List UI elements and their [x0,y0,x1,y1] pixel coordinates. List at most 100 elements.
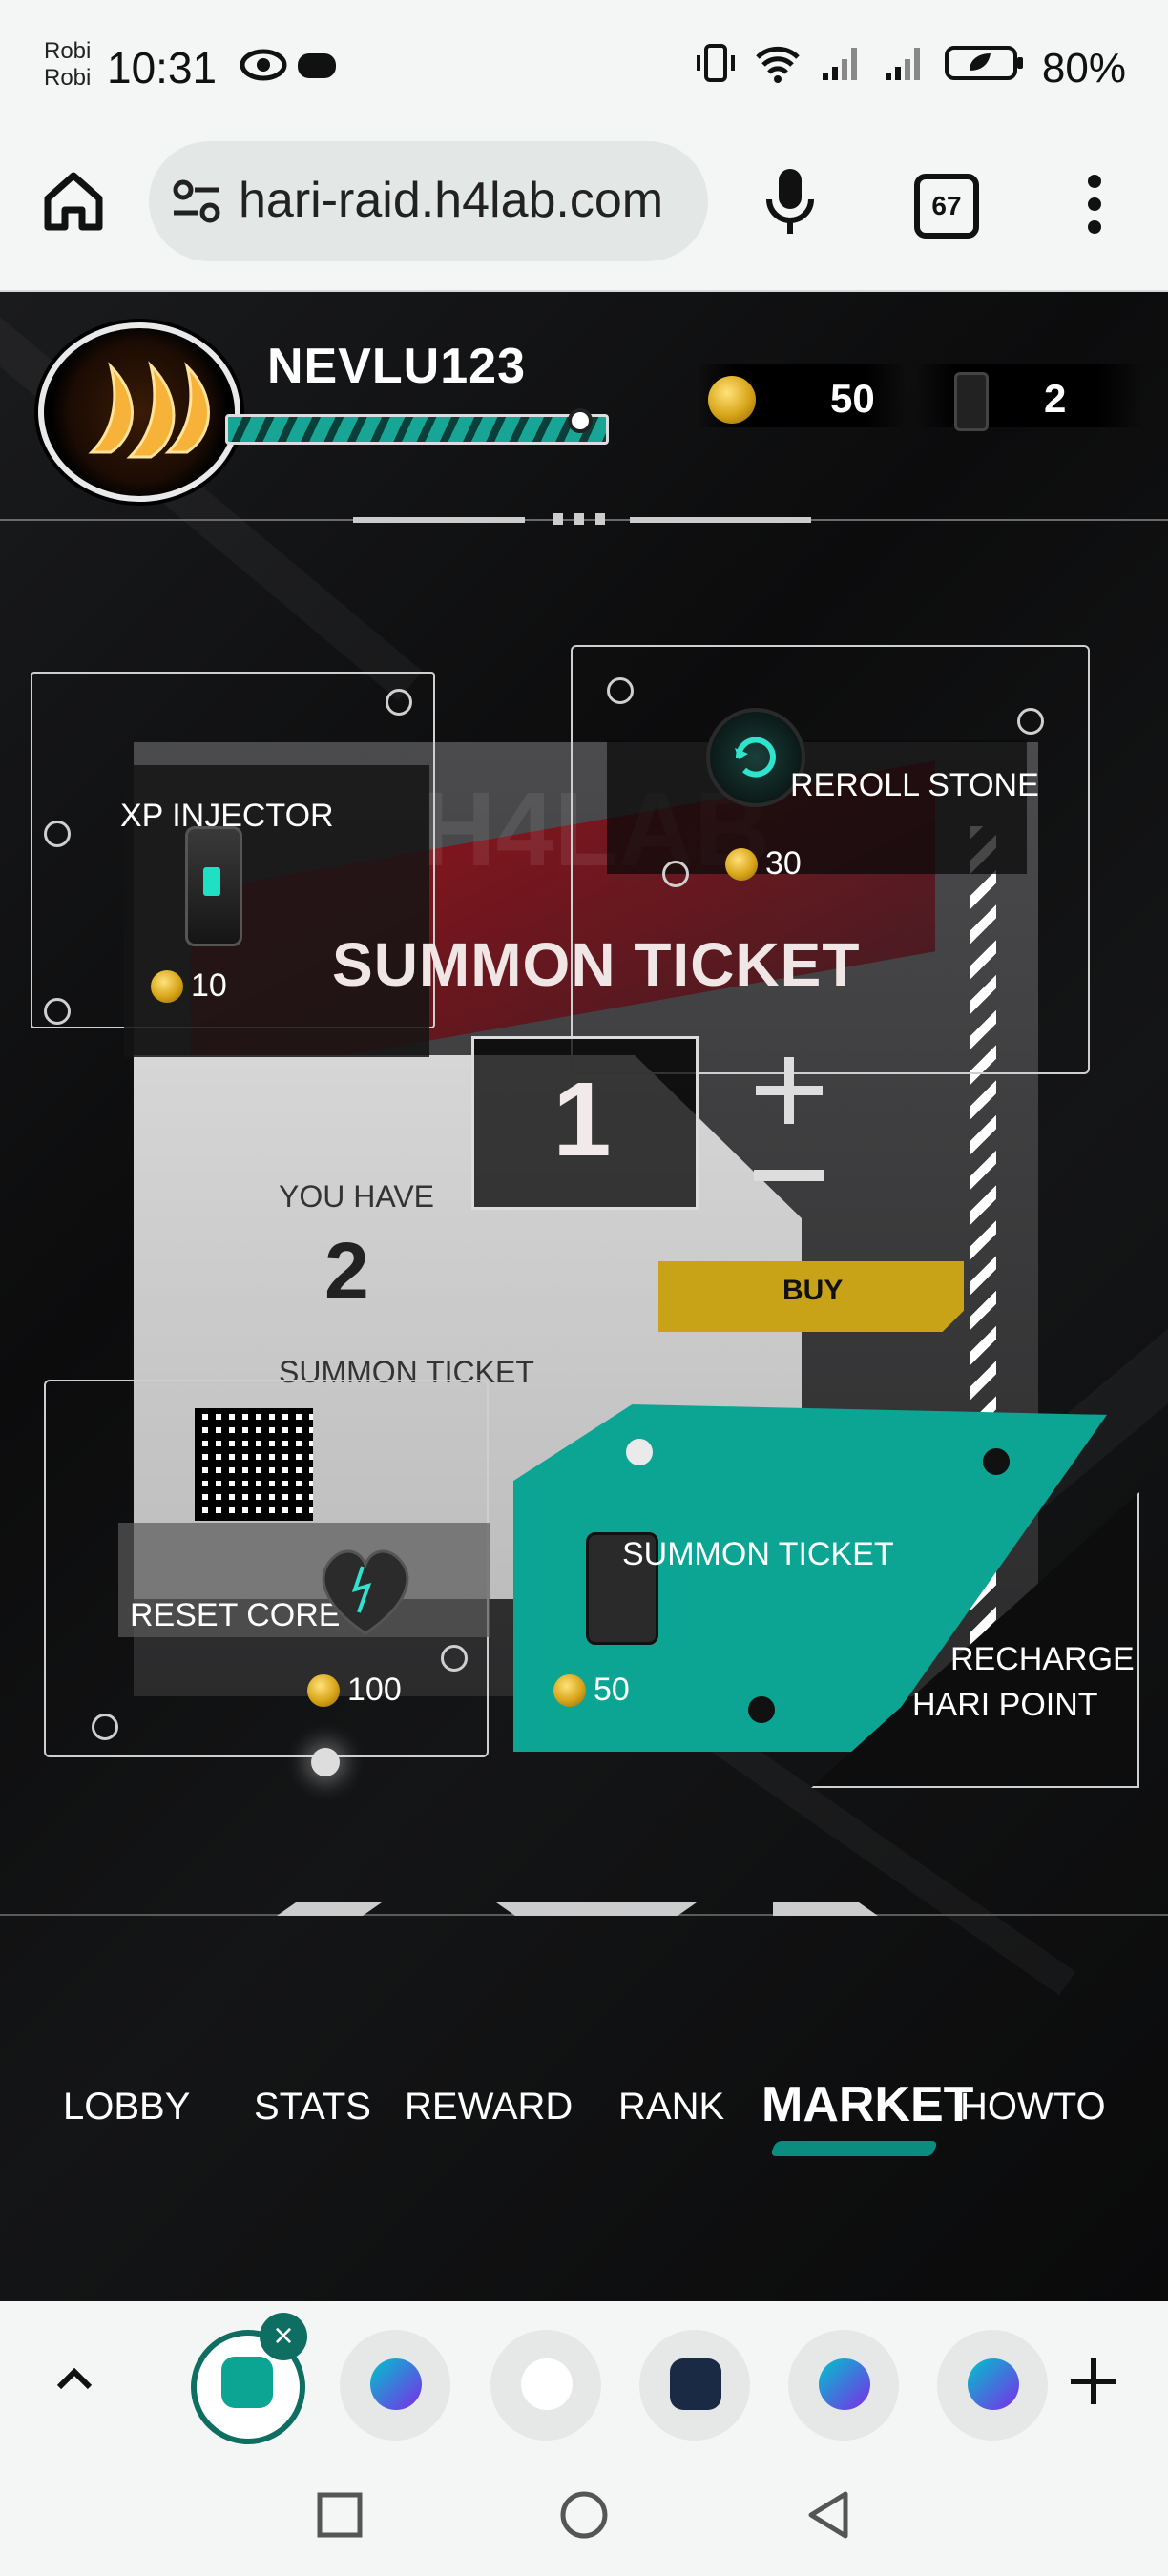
eye-icon [239,46,288,93]
nav-stats[interactable]: STATS [254,2086,371,2128]
summon-ticket-item-label: SUMMON TICKET [622,1536,894,1572]
site-settings-icon[interactable] [170,175,223,228]
recharge-line-1[interactable]: RECHARGE [950,1641,1135,1677]
microphone-icon[interactable] [761,167,819,236]
collapse-tabs-button[interactable] [53,2358,95,2405]
reroll-stone-bg [607,740,1027,874]
you-have-sublabel: SUMMON TICKET [279,1355,534,1389]
player-avatar[interactable] [38,322,240,502]
clock: 10:31 [107,43,218,93]
summon-ticket-item-price: 50 [553,1672,630,1709]
carrier-line-2: Robi [44,65,92,91]
recharge-line-2[interactable]: HARI POINT [912,1687,1098,1723]
panel-rivet [748,1696,775,1723]
coin-icon [708,376,756,424]
recents-button[interactable] [317,2492,363,2543]
panel-rivet [44,821,71,847]
ticket-balance: 2 [1044,376,1067,421]
game-tab-icon [670,2358,721,2410]
carrier-line-1: Robi [44,38,92,64]
plus-icon [756,1057,823,1124]
panel-rivet [1017,708,1044,735]
buy-button-label[interactable]: BUY [782,1275,844,1306]
nav-rank[interactable]: RANK [618,2086,725,2128]
tab-count-button[interactable]: 67 [914,174,979,239]
xp-injector-bg [124,765,429,1057]
close-tab-icon[interactable]: × [260,2313,307,2360]
reroll-stone-label: REROLL STONE [790,767,1039,803]
coin-icon [553,1673,586,1707]
new-tab-button[interactable] [1067,2355,1120,2413]
canva-tab-icon [968,2358,1019,2410]
coin-icon [725,847,758,881]
reset-core-bg [118,1523,490,1637]
home-button[interactable] [40,168,107,235]
panel-rivet [983,1448,1010,1475]
square-icon [317,2492,363,2538]
game-controller-icon [296,48,338,92]
vibrate-icon [695,42,737,94]
panel-rivet [662,861,689,887]
ghost-tab-icon [521,2358,573,2410]
status-bar [0,0,1168,141]
xp-injector-price: 10 [151,967,227,1005]
panel-rivet [386,689,412,716]
nav-reward[interactable]: REWARD [405,2086,574,2128]
right-status: 80% [695,42,1126,94]
player-username: NEVLU123 [267,339,526,394]
plus-icon [1071,2358,1116,2404]
overflow-menu-icon[interactable] [1080,174,1109,235]
reroll-stone-icon [706,708,805,807]
coin-icon [151,969,183,1003]
coin-balance: 50 [830,376,875,421]
reroll-stone-price: 30 [725,845,802,883]
panel-rivet [44,998,71,1025]
h4lab-tab-icon [221,2357,273,2408]
panel-rivet [92,1714,118,1740]
reset-core-price: 100 [307,1672,402,1709]
xp-progress-knob [568,408,594,433]
signal-icon-2 [882,42,928,94]
nav-market[interactable]: MARKET [761,2077,974,2132]
canva-tab-icon [370,2358,422,2410]
summon-quantity-box [471,1036,699,1210]
chevron-up-icon [56,2367,93,2390]
signal-icon-1 [819,42,865,94]
increase-quantity-button[interactable] [754,1055,824,1126]
circle-icon [560,2491,608,2539]
reroll-stone-price-value: 30 [765,845,802,882]
buy-button[interactable] [658,1261,964,1332]
wifi-icon [754,42,802,94]
reset-core-label: RESET CORE [130,1597,341,1633]
summon-ticket-item-price-value: 50 [594,1672,630,1708]
battery-level: 80% [1041,44,1126,92]
coin-icon [307,1673,340,1707]
nav-active-indicator [770,2141,938,2156]
xp-injector-icon [185,826,242,946]
back-button[interactable] [805,2490,851,2545]
xp-injector-price-value: 10 [191,967,227,1004]
back-triangle-icon [808,2491,848,2539]
xp-progress-bar [225,414,609,445]
you-have-label: YOU HAVE [279,1179,434,1214]
panel-rivet [626,1439,653,1465]
system-nav-bar [0,2450,1168,2576]
reset-core-heart-icon [313,1538,418,1643]
url-text[interactable]: hari-raid.h4lab.com [239,173,664,228]
qr-code [195,1408,313,1521]
canva-tab-icon [819,2358,870,2410]
summon-ticket-item-icon [586,1532,658,1645]
reset-core-price-value: 100 [347,1672,402,1708]
reroll-stone-panel[interactable] [571,645,1090,1074]
game-viewport: NEVLU123 50 2 H4LAB XP INJECTOR 10 REROL… [0,292,1168,2301]
summon-quantity-value: 1 [553,1061,612,1178]
nav-howto[interactable]: HOWTO [960,2086,1106,2128]
nav-lobby[interactable]: LOBBY [63,2086,191,2128]
url-bar[interactable] [149,141,708,261]
you-have-value: 2 [324,1226,369,1316]
steem-logo-icon [88,361,210,459]
ticket-counter-bg [916,364,1143,427]
home-system-button[interactable] [559,2490,609,2545]
decrease-quantity-button[interactable] [754,1170,824,1181]
home-icon [44,172,103,231]
